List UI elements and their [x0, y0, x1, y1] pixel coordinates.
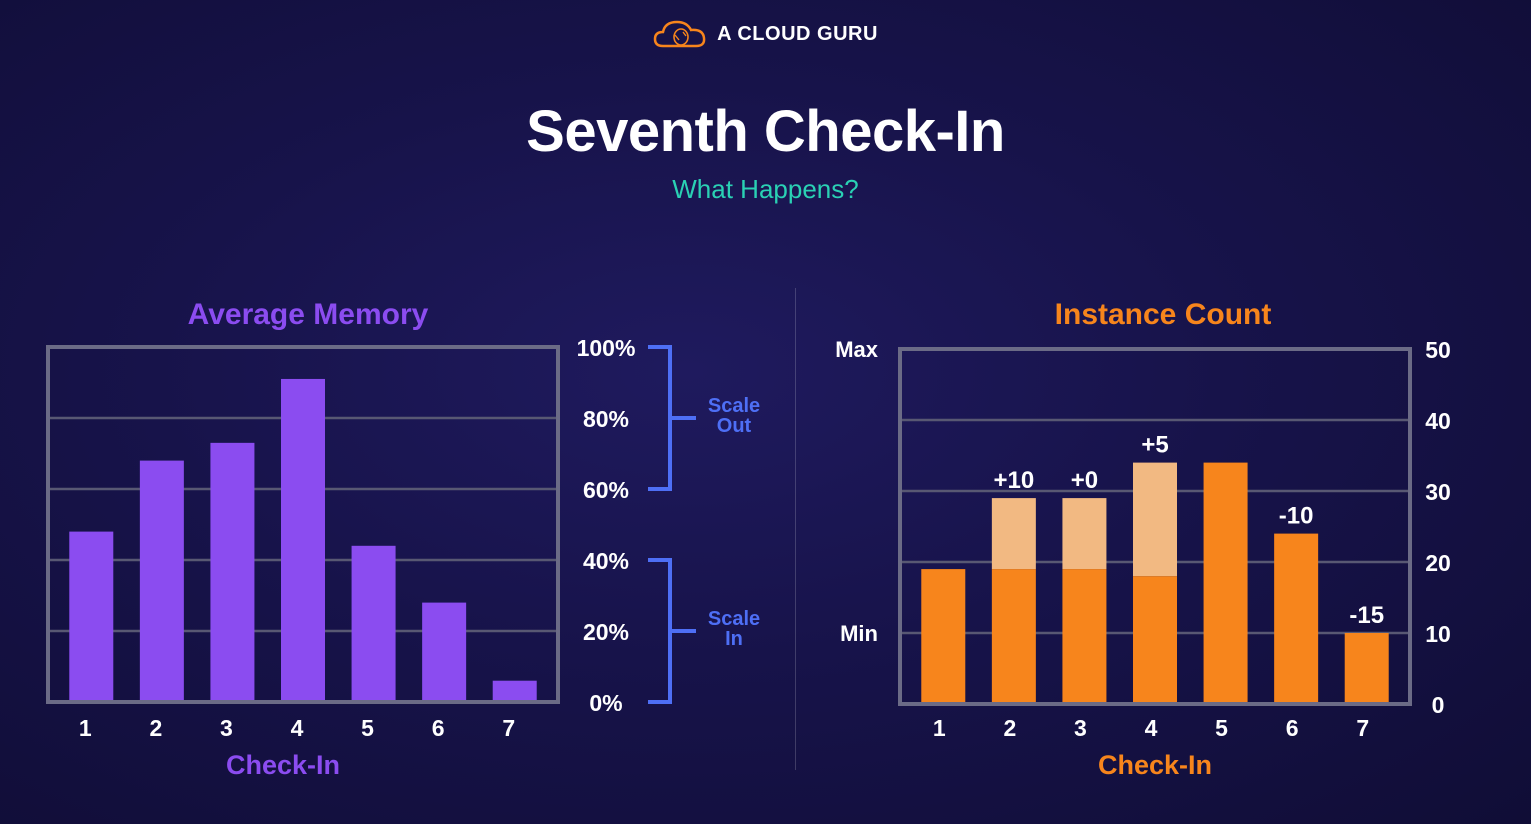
instance-change-label: +5 — [1141, 432, 1168, 459]
memory-bar — [492, 680, 537, 702]
instance-change-label: +10 — [993, 467, 1034, 494]
memory-y-tick-label: 80% — [583, 406, 629, 432]
memory-x-tick-label: 5 — [361, 715, 374, 741]
memory-x-ticks: 1 2 3 4 5 6 7 — [79, 715, 515, 741]
instance-chart: Instance Count +10+0+5-10-15 01020304050… — [835, 298, 1451, 780]
cloud-icon — [653, 18, 707, 50]
instance-x-tick-label: 7 — [1356, 715, 1369, 741]
instance-x-tick-label: 4 — [1145, 715, 1158, 741]
instance-added-bar — [991, 498, 1036, 570]
instance-y-tick-label: 50 — [1425, 337, 1451, 363]
instance-bar — [991, 569, 1036, 704]
chart-divider — [795, 288, 796, 770]
instance-change-label: -15 — [1349, 602, 1384, 629]
instance-x-axis-label: Check-In — [1098, 750, 1212, 780]
instance-bar — [1274, 533, 1319, 704]
instance-added-bar — [1062, 498, 1107, 570]
instance-added-bar — [1133, 462, 1177, 577]
memory-chart-frame — [46, 345, 560, 704]
instance-x-tick-label: 5 — [1215, 715, 1228, 741]
memory-bar — [210, 442, 255, 702]
memory-bar — [351, 545, 396, 702]
memory-bar — [69, 531, 114, 702]
memory-y-tick-label: 20% — [583, 619, 629, 645]
instance-bars: +10 +0 +5 -10 -15 — [921, 432, 1389, 704]
instance-x-tick-label: 2 — [1003, 715, 1016, 741]
memory-bar — [422, 602, 467, 702]
memory-x-tick-label: 7 — [502, 715, 515, 741]
scale-bracket-label: In — [725, 628, 743, 650]
memory-y-tick-label: 40% — [583, 548, 629, 574]
instance-y-tick-label: 0 — [1432, 692, 1445, 718]
instance-x-tick-label: 1 — [933, 715, 946, 741]
memory-bar — [139, 460, 184, 702]
memory-x-tick-label: 3 — [220, 715, 233, 741]
memory-chart-title: Average Memory — [188, 298, 429, 331]
scale-bracket — [648, 558, 696, 704]
instance-bar — [921, 569, 966, 704]
memory-y-tick-label: 60% — [583, 477, 629, 503]
brand-header: A CLOUD GURU — [0, 18, 1531, 50]
instance-chart-frame — [898, 347, 1412, 706]
slide-title: Seventh Check-In — [526, 99, 1005, 164]
memory-y-tick-label: 100% — [577, 335, 636, 361]
memory-x-tick-label: 6 — [432, 715, 445, 741]
instance-x-tick-label: 3 — [1074, 715, 1087, 741]
instance-y-tick-label: 10 — [1425, 621, 1451, 647]
instance-x-tick-label: 6 — [1286, 715, 1299, 741]
instance-change-label: -10 — [1279, 503, 1314, 530]
memory-x-axis-label: Check-In — [226, 750, 340, 780]
slide-subtitle: What Happens? — [672, 174, 859, 204]
instance-y-tick-label: 20 — [1425, 550, 1451, 576]
memory-bar — [281, 378, 325, 702]
brand-name: A CLOUD GURU — [717, 22, 878, 45]
memory-x-tick-label: 4 — [291, 715, 304, 741]
instance-x-ticks: 1 2 3 4 5 6 7 — [933, 715, 1369, 741]
instance-bar — [1203, 462, 1248, 704]
memory-bars — [69, 378, 537, 702]
scale-bracket-label: Scale — [708, 395, 760, 417]
instance-change-label: +0 — [1071, 467, 1098, 494]
memory-chart: Average Memory 0% 20% 40% 60% 80% 100% 1 2 3 4 5 6… — [46, 298, 760, 780]
instance-y-tick-label: 40 — [1425, 408, 1451, 434]
instance-limit-label: Max — [835, 337, 879, 362]
scale-bracket-label: Out — [717, 415, 752, 437]
instance-bar — [1344, 633, 1389, 704]
instance-bar — [1062, 569, 1107, 704]
instance-y-ticks: 0 10 20 30 40 50 — [1425, 337, 1451, 718]
memory-x-tick-label: 1 — [79, 715, 92, 741]
scale-bracket — [648, 345, 696, 491]
scale-bracket-label: Scale — [708, 608, 760, 630]
instance-chart-title: Instance Count — [1055, 298, 1272, 331]
memory-y-tick-label: 0% — [589, 690, 622, 716]
memory-x-tick-label: 2 — [149, 715, 162, 741]
instance-y-tick-label: 30 — [1425, 479, 1451, 505]
instance-bar — [1133, 576, 1177, 704]
memory-y-ticks: 0% 20% 40% 60% 80% 100% — [577, 335, 636, 716]
instance-limit-label: Min — [840, 621, 878, 646]
